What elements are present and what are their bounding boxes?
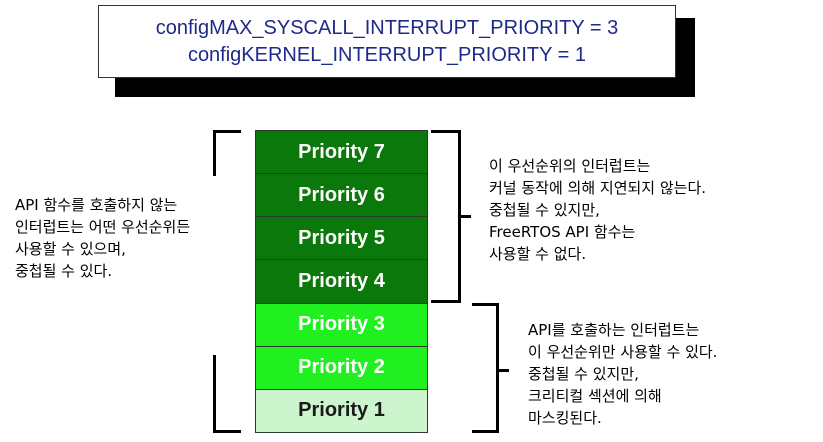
left-note-line: 인터럽트는 어떤 우선순위든 [15, 218, 191, 236]
right-top-note: 이 우선순위의 인터럽트는 커널 동작에 의해 지연되지 않는다. 중첩될 수 … [489, 155, 706, 265]
left-bottom-bracket [213, 355, 241, 433]
left-note-line: 사용할 수 있으며, [15, 240, 126, 258]
right-top-note-line: 이 우선순위의 인터럽트는 [489, 157, 651, 175]
right-bottom-note-line: API를 호출하는 인터럽트는 [528, 321, 700, 339]
left-note: API 함수를 호출하지 않는 인터럽트는 어떤 우선순위든 사용할 수 있으며… [15, 194, 190, 282]
priority-level-2: Priority 2 [256, 346, 427, 390]
right-bottom-note-line: 크리티컬 섹션에 의해 [528, 387, 662, 405]
right-top-bracket [431, 130, 461, 303]
right-top-bracket-tick [461, 215, 471, 218]
left-top-bracket [213, 130, 241, 176]
config-max-syscall-line: configMAX_SYSCALL_INTERRUPT_PRIORITY = 3 [155, 16, 619, 39]
right-bottom-note: API를 호출하는 인터럽트는 이 우선순위만 사용할 수 있다. 중첩될 수 … [528, 319, 717, 429]
right-bottom-note-line: 마스킹된다. [528, 409, 602, 427]
priority-level-6: Priority 6 [256, 174, 427, 218]
right-bottom-note-line: 중첩될 수 있지만, [528, 365, 639, 383]
priority-level-1: Priority 1 [256, 389, 427, 432]
right-top-note-line: 사용할 수 없다. [489, 245, 587, 263]
priority-level-3: Priority 3 [256, 303, 427, 347]
left-note-line: 중첩될 수 있다. [15, 262, 113, 280]
priority-stack: Priority 7 Priority 6 Priority 5 Priorit… [255, 130, 428, 433]
right-bottom-note-line: 이 우선순위만 사용할 수 있다. [528, 343, 718, 361]
priority-level-5: Priority 5 [256, 217, 427, 261]
left-note-line: API 함수를 호출하지 않는 [15, 196, 178, 214]
priority-level-7: Priority 7 [256, 131, 427, 175]
priority-level-4: Priority 4 [256, 260, 427, 304]
config-kernel-line: configKERNEL_INTERRUPT_PRIORITY = 1 [187, 43, 587, 66]
right-top-note-line: FreeRTOS API 함수는 [489, 223, 636, 241]
right-bottom-bracket-tick [499, 369, 509, 372]
config-box: configMAX_SYSCALL_INTERRUPT_PRIORITY = 3… [98, 5, 676, 78]
right-top-note-line: 커널 동작에 의해 지연되지 않는다. [489, 179, 707, 197]
right-bottom-bracket [472, 303, 499, 433]
right-top-note-line: 중첩될 수 있지만, [489, 201, 600, 219]
